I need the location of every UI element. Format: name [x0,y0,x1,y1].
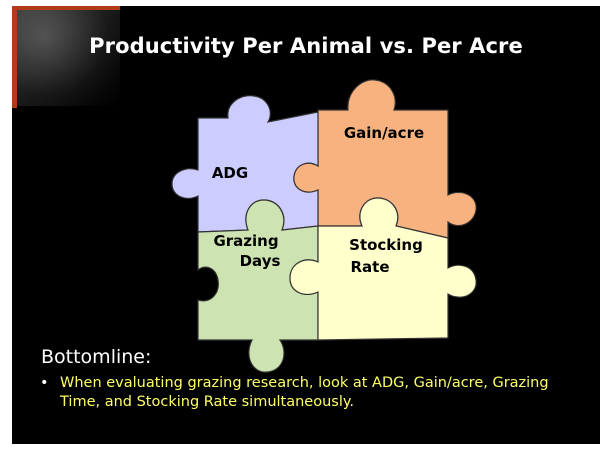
puzzle-diagram: ADG Gain/acre Grazing Days Stocking Rate [171,79,477,373]
bullet-item: • When evaluating grazing research, look… [40,374,580,412]
label-stocking-line1: Stocking [349,236,423,254]
bullet-list: • When evaluating grazing research, look… [40,374,580,412]
bullet-text: When evaluating grazing research, look a… [60,375,549,410]
label-grazing-line1: Grazing [213,232,278,250]
label-grazing-line2: Days [240,252,281,270]
corner-accent-bar-top [12,6,120,10]
puzzle-piece-stocking [289,197,477,341]
label-stocking-line2: Rate [350,258,389,276]
label-adg: ADG [212,164,248,182]
bullet-dot-icon: • [40,375,49,391]
slide-title: Productivity Per Animal vs. Per Acre [89,34,523,58]
corner-accent-bar [12,6,17,108]
bottomline-heading: Bottomline: [41,346,152,368]
corner-decoration [12,6,120,106]
slide: Productivity Per Animal vs. Per Acre ADG… [12,6,600,444]
label-gain-acre: Gain/acre [344,124,424,142]
